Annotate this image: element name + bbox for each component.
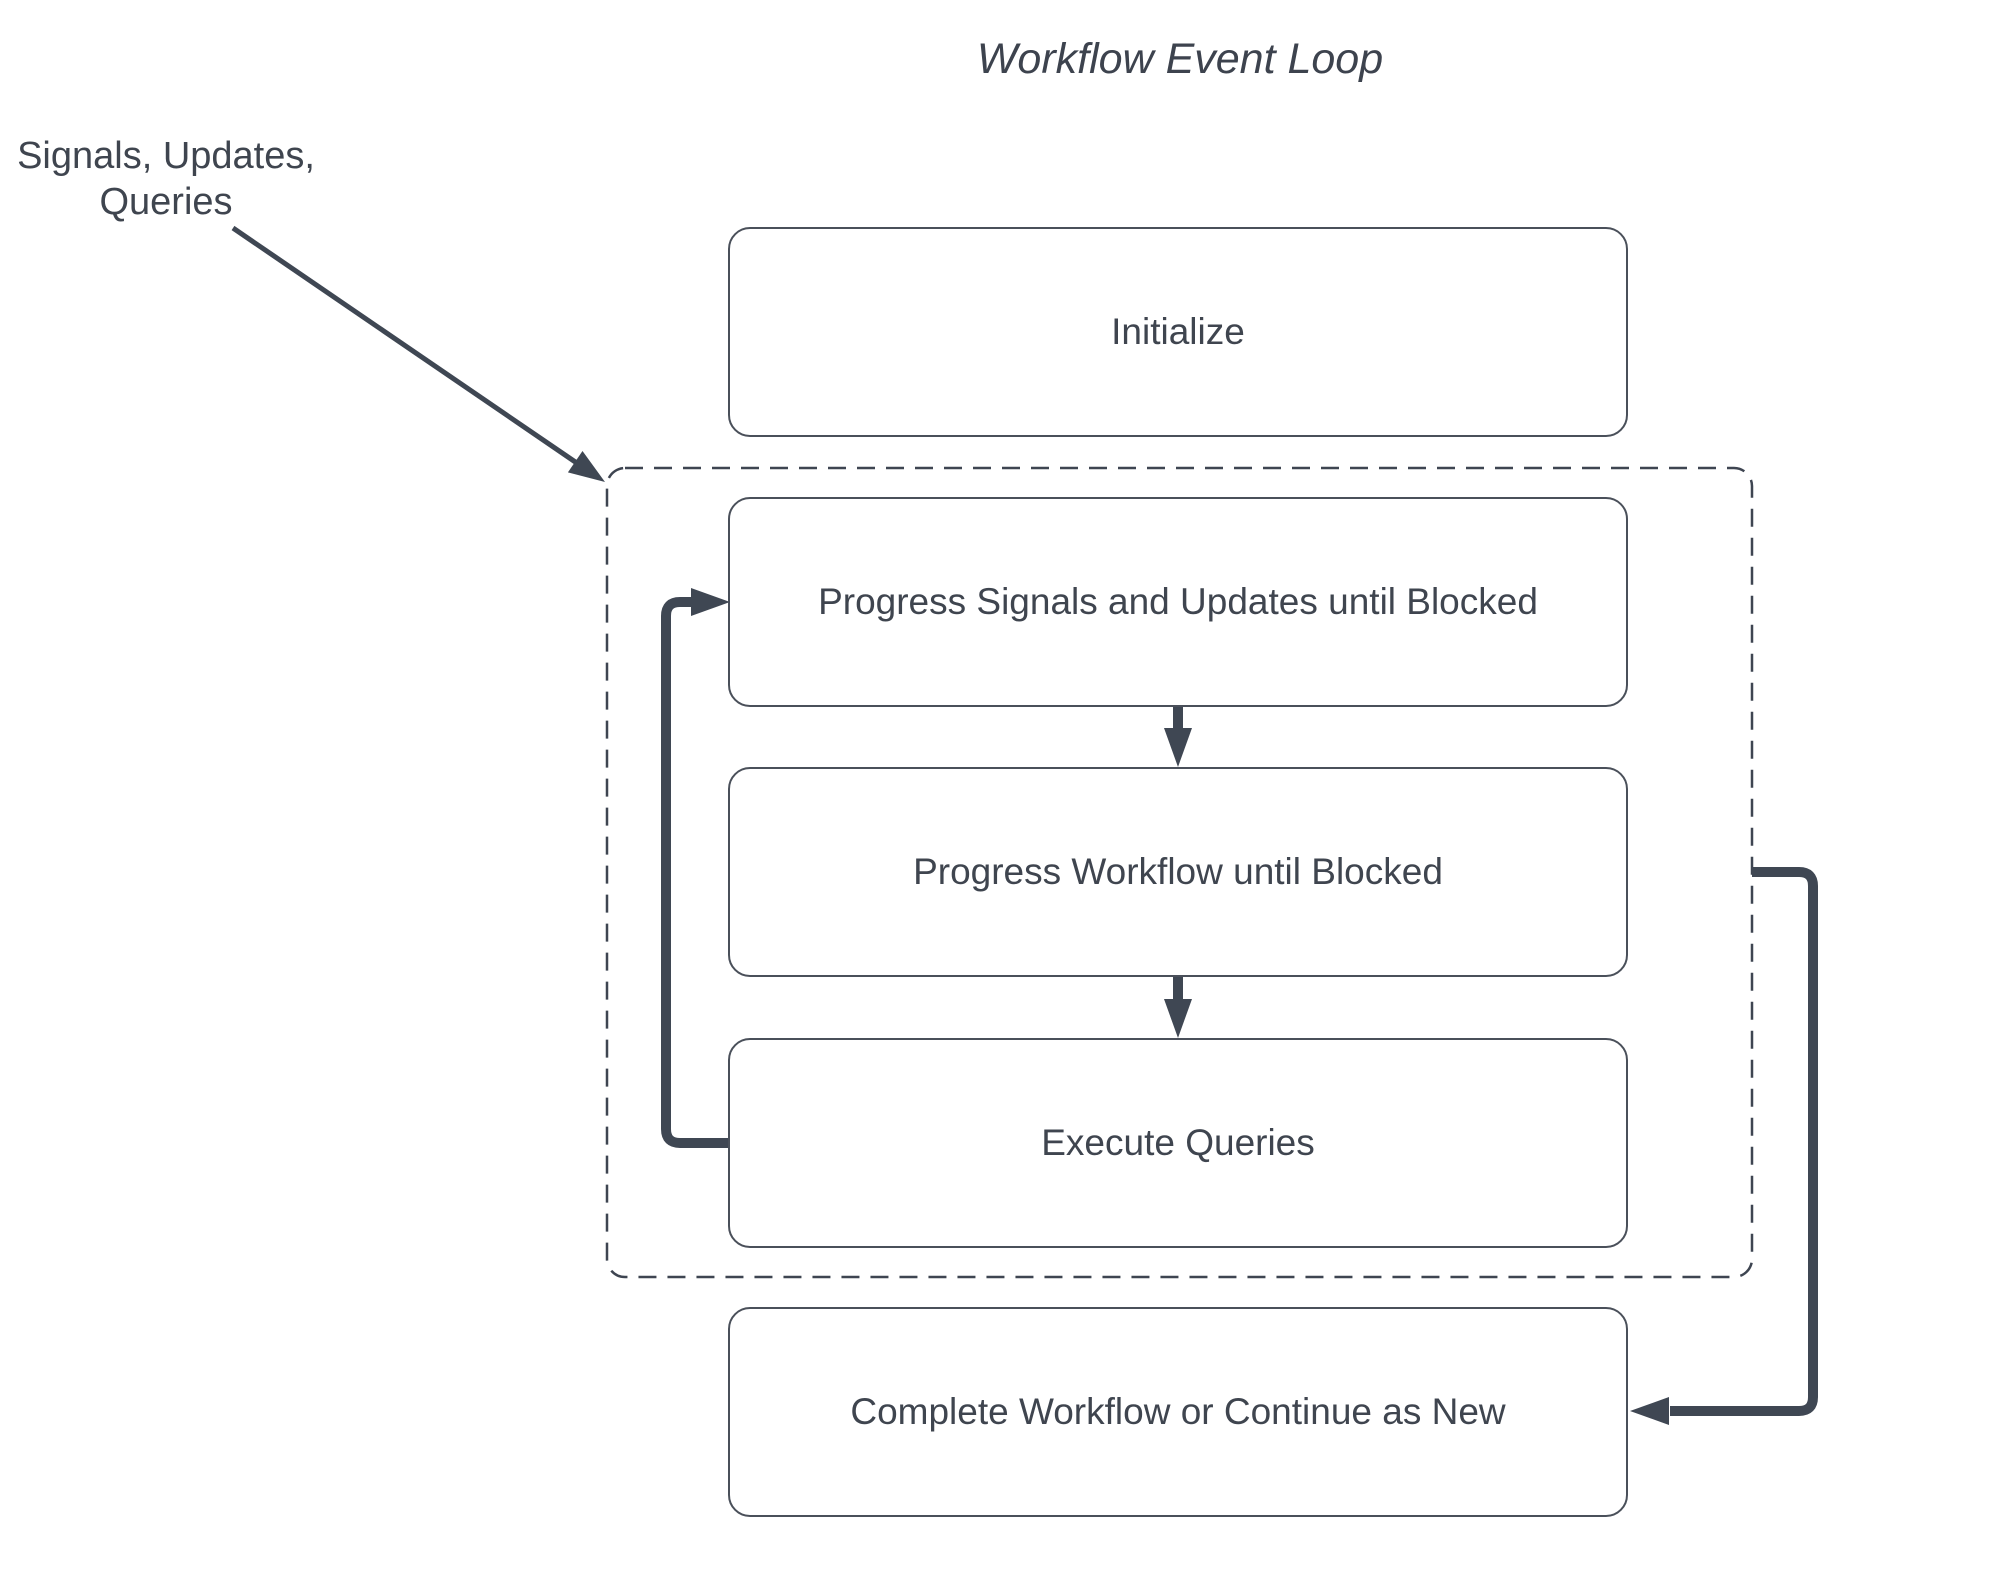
node-execute-queries: Execute Queries <box>728 1038 1628 1248</box>
arrow-head-icon <box>1630 1397 1669 1425</box>
arrow-head-icon <box>567 451 605 482</box>
page-title: Workflow Event Loop <box>976 35 1384 83</box>
external-events-label: Signals, Updates, Queries <box>17 135 315 223</box>
arrow-signals-to-workflow <box>1164 707 1192 767</box>
node-initialize: Initialize <box>728 227 1628 437</box>
node-label: Execute Queries <box>1041 1122 1315 1163</box>
arrow-head-icon <box>1164 999 1192 1038</box>
continue-arrow <box>1630 867 1818 1425</box>
node-label: Complete Workflow or Continue as New <box>850 1391 1506 1432</box>
loop-back-arrow <box>661 588 730 1148</box>
node-label: Progress Signals and Updates until Block… <box>818 581 1538 622</box>
signals-input-arrow <box>231 225 605 482</box>
node-complete-workflow: Complete Workflow or Continue as New <box>728 1307 1628 1517</box>
arrow-line <box>1670 867 1818 1416</box>
arrow-head-icon <box>691 588 730 616</box>
node-label: Initialize <box>1111 311 1245 352</box>
arrow-line <box>231 225 581 467</box>
arrow-line <box>661 597 728 1148</box>
arrow-head-icon <box>1164 728 1192 767</box>
node-label: Progress Workflow until Blocked <box>913 851 1443 892</box>
node-progress-signals: Progress Signals and Updates until Block… <box>728 497 1628 707</box>
node-progress-workflow: Progress Workflow until Blocked <box>728 767 1628 977</box>
arrow-workflow-to-queries <box>1164 977 1192 1038</box>
